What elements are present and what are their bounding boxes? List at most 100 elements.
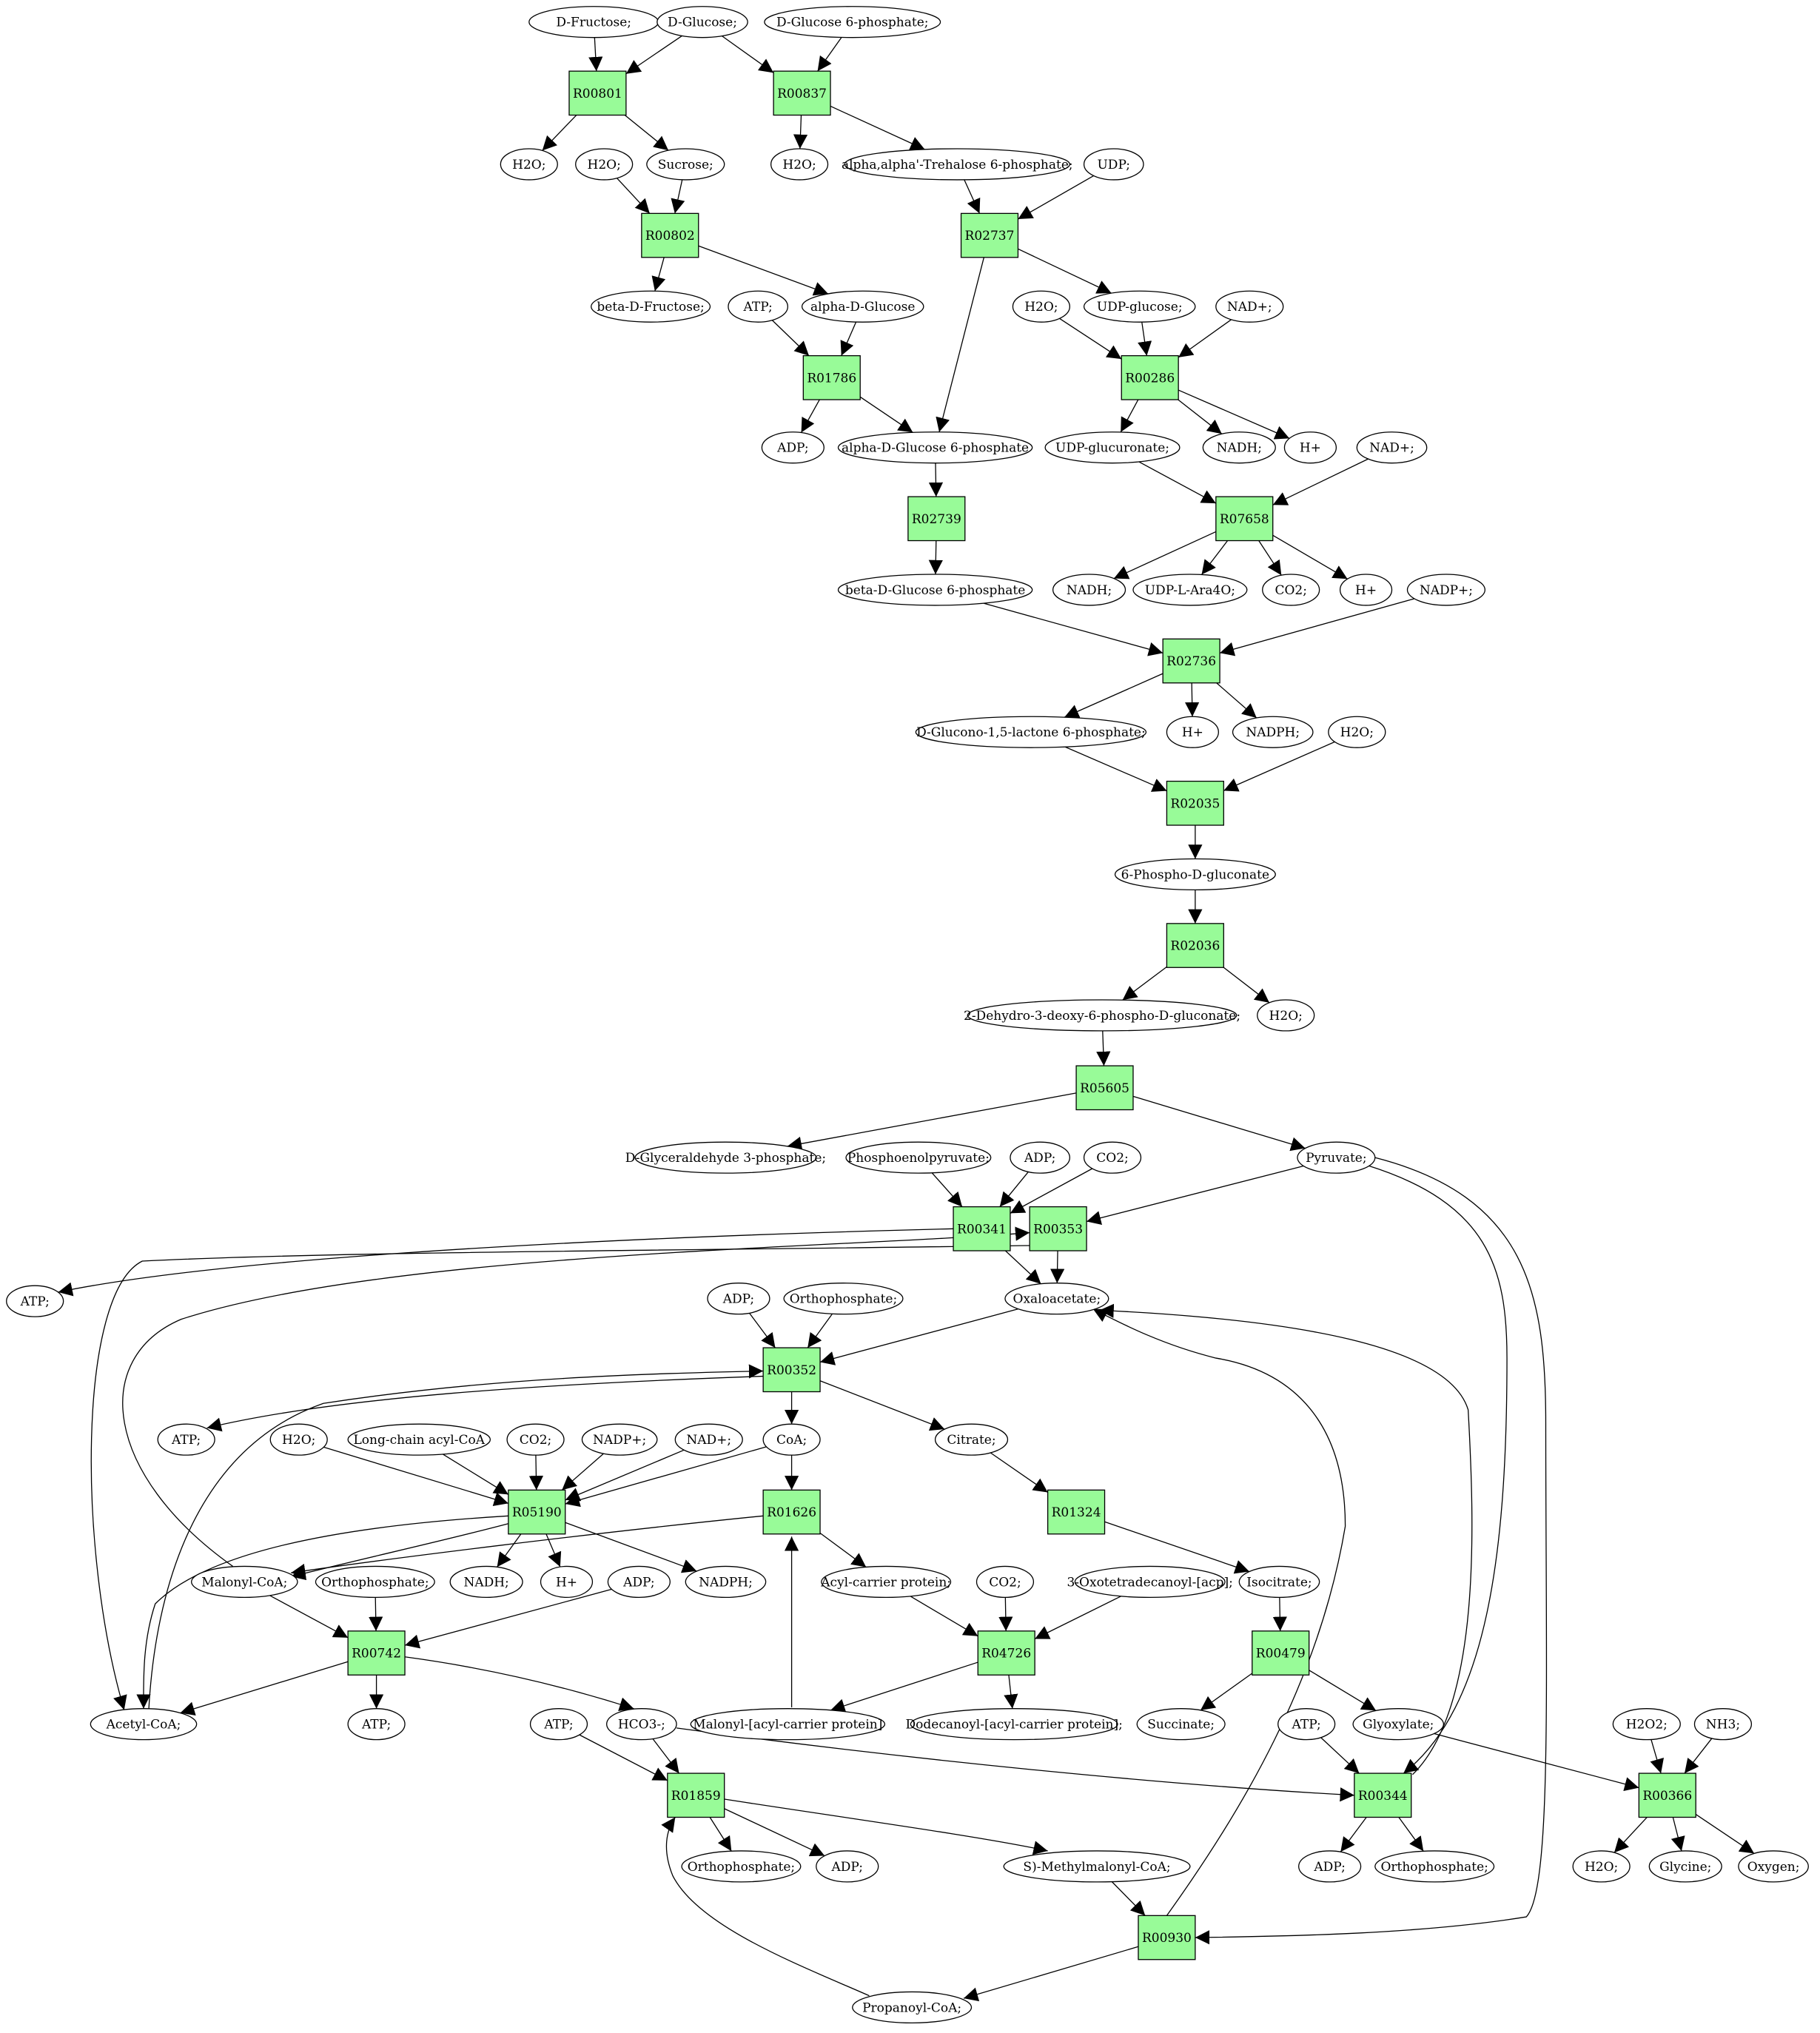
compound-node-n_pep[interactable]: Phosphoenolpyruvate;	[845, 1141, 992, 1174]
compound-node-n_malonylacp[interactable]: Malonyl-[acyl-carrier protein]	[690, 1708, 886, 1741]
compound-node-n_malonylcoa[interactable]: Malonyl-CoA;	[191, 1565, 298, 1599]
reaction-node-r01626[interactable]: R01626	[762, 1489, 821, 1535]
compound-node-n_h2o_e[interactable]: H2O;	[1328, 716, 1386, 748]
compound-node-n_6pg[interactable]: 6-Phospho-D-gluconate	[1114, 858, 1276, 891]
compound-node-n_co2_a[interactable]: CO2;	[1262, 574, 1320, 606]
compound-node-n_oaa[interactable]: Oxaloacetate;	[1004, 1283, 1109, 1315]
compound-node-n_orthop_a[interactable]: Orthophosphate;	[783, 1283, 904, 1315]
compound-node-n_h2o_b[interactable]: H2O;	[575, 148, 634, 181]
compound-node-n_lcacoa[interactable]: Long-chain acyl-CoA	[347, 1423, 491, 1456]
compound-node-n_h2o_d[interactable]: H2O;	[1012, 290, 1070, 323]
compound-node-n_adp_b[interactable]: ADP;	[1010, 1141, 1070, 1174]
compound-node-n_citrate[interactable]: Citrate;	[934, 1423, 1009, 1456]
reaction-node-r05190[interactable]: R05190	[508, 1489, 566, 1535]
compound-node-n_nadh_a[interactable]: NADH;	[1202, 431, 1276, 464]
compound-node-n_orthop_b[interactable]: Orthophosphate;	[315, 1565, 435, 1599]
compound-node-n_adp_c[interactable]: ADP;	[707, 1283, 770, 1315]
reaction-node-r00479[interactable]: R00479	[1252, 1630, 1310, 1676]
reaction-node-r00742[interactable]: R00742	[347, 1630, 406, 1676]
compound-node-n_smethylmalonyl[interactable]: S)-Methylmalonyl-CoA;	[1003, 1850, 1191, 1883]
compound-node-n_co2_b[interactable]: CO2;	[1083, 1141, 1142, 1174]
compound-node-n_h2o_c[interactable]: H2O;	[770, 148, 829, 181]
reaction-node-r00344[interactable]: R00344	[1354, 1772, 1412, 1818]
compound-node-n_dglucose[interactable]: D-Glucose;	[657, 6, 748, 38]
reaction-node-r01786[interactable]: R01786	[802, 354, 861, 400]
reaction-node-r02737[interactable]: R02737	[960, 212, 1019, 258]
compound-node-n_trehalose6p[interactable]: alpha,alpha'-Trehalose 6-phosphate;	[842, 148, 1073, 181]
compound-node-n_h2o2[interactable]: H2O2;	[1612, 1708, 1681, 1741]
compound-node-n_udpglucose[interactable]: UDP-glucose;	[1083, 290, 1196, 323]
reaction-node-r00352[interactable]: R00352	[762, 1347, 821, 1393]
reaction-node-r00353[interactable]: R00353	[1029, 1206, 1087, 1251]
reaction-node-r02739[interactable]: R02739	[907, 496, 966, 542]
compound-node-n_h2o_a[interactable]: H2O;	[500, 148, 558, 181]
compound-node-n_gap[interactable]: D-Glyceraldehyde 3-phosphate;	[625, 1141, 826, 1174]
reaction-node-r02736[interactable]: R02736	[1162, 638, 1220, 684]
compound-node-n_nadh_b[interactable]: NADH;	[1052, 574, 1126, 606]
compound-node-n_nad_a[interactable]: NAD+;	[1215, 290, 1284, 323]
compound-node-n_udpglucuronate[interactable]: UDP-glucuronate;	[1044, 431, 1181, 464]
compound-node-n_nadp_a[interactable]: NADP+;	[1406, 574, 1485, 606]
compound-node-n_bg6p[interactable]: beta-D-Glucose 6-phosphate	[837, 574, 1033, 606]
compound-node-n_kdpg[interactable]: 2-Dehydro-3-deoxy-6-phospho-D-gluconate;	[964, 999, 1240, 1032]
reaction-node-r00801[interactable]: R00801	[568, 70, 627, 116]
compound-node-n_nadph_b[interactable]: NADPH;	[685, 1565, 767, 1599]
compound-node-n_acetylcoa[interactable]: Acetyl-CoA;	[90, 1708, 198, 1741]
compound-node-n_atp_f[interactable]: ATP;	[1277, 1708, 1336, 1741]
compound-node-n_glycine[interactable]: Glycine;	[1648, 1850, 1722, 1883]
compound-node-n_hplus_d[interactable]: H+	[540, 1565, 594, 1599]
compound-node-n_atp_c[interactable]: ATP;	[157, 1423, 215, 1456]
compound-node-n_dg6p_top[interactable]: D-Glucose 6-phosphate;	[764, 6, 941, 38]
compound-node-n_orthop_c[interactable]: Orthophosphate;	[681, 1850, 802, 1883]
compound-node-n_oxygen[interactable]: Oxygen;	[1738, 1850, 1809, 1883]
compound-node-n_propanoylcoa[interactable]: Propanoyl-CoA;	[852, 1991, 973, 2024]
compound-node-n_acp[interactable]: Acyl-carrier protein;	[820, 1565, 952, 1599]
compound-node-n_ag6p[interactable]: alpha-D-Glucose 6-phosphate	[837, 431, 1033, 464]
compound-node-n_atp_e[interactable]: ATP;	[529, 1708, 588, 1741]
compound-node-n_adp_e[interactable]: ADP;	[816, 1850, 879, 1883]
compound-node-n_nadp_b[interactable]: NADP+;	[581, 1423, 658, 1456]
compound-node-n_glyoxylate[interactable]: Glyoxylate;	[1352, 1708, 1445, 1741]
compound-node-n_udplara4o[interactable]: UDP-L-Ara4O;	[1132, 574, 1248, 606]
compound-node-n_atp_d[interactable]: ATP;	[347, 1708, 406, 1741]
reaction-node-r00930[interactable]: R00930	[1138, 1915, 1196, 1960]
compound-node-n_glucono[interactable]: D-Glucono-1,5-lactone 6-phosphate;	[915, 716, 1147, 748]
compound-node-n_co2_c[interactable]: CO2;	[506, 1423, 565, 1456]
reaction-node-r04726[interactable]: R04726	[977, 1630, 1035, 1676]
compound-node-n_adp_d[interactable]: ADP;	[607, 1565, 671, 1599]
compound-node-n_adp_f[interactable]: ADP;	[1298, 1850, 1362, 1883]
compound-node-n_co2_d[interactable]: CO2;	[976, 1565, 1035, 1599]
reaction-node-r02035[interactable]: R02035	[1166, 780, 1224, 826]
compound-node-n_hplus_c[interactable]: H+	[1166, 716, 1219, 748]
compound-node-n_hco3[interactable]: HCO3-;	[606, 1708, 677, 1741]
compound-node-n_dfructose[interactable]: D-Fructose;	[528, 6, 659, 38]
reaction-node-r00837[interactable]: R00837	[773, 70, 831, 116]
compound-node-n_orthop_d[interactable]: Orthophosphate;	[1374, 1850, 1495, 1883]
compound-node-n_nadph_a[interactable]: NADPH;	[1232, 716, 1314, 748]
compound-node-n_pyruvate[interactable]: Pyruvate;	[1297, 1141, 1376, 1174]
compound-node-n_adp_a[interactable]: ADP;	[761, 431, 825, 464]
reaction-node-r05605[interactable]: R05605	[1075, 1065, 1134, 1111]
compound-node-n_betafructose[interactable]: beta-D-Fructose;	[591, 290, 711, 323]
compound-node-n_atp_a[interactable]: ATP;	[728, 290, 788, 323]
compound-node-n_atp_b[interactable]: ATP;	[6, 1285, 64, 1317]
compound-node-n_dodecanoyl[interactable]: Dodecanoyl-[acyl-carrier protein];	[906, 1708, 1123, 1741]
reaction-node-r00341[interactable]: R00341	[953, 1206, 1011, 1251]
compound-node-n_h2o_f[interactable]: H2O;	[1257, 999, 1315, 1032]
reaction-node-r01859[interactable]: R01859	[667, 1772, 725, 1818]
compound-node-n_nadh_c[interactable]: NADH;	[449, 1565, 523, 1599]
compound-node-n_isocitrate[interactable]: Isocitrate;	[1238, 1565, 1320, 1599]
reaction-node-r00802[interactable]: R00802	[641, 212, 699, 258]
compound-node-n_nad_c[interactable]: NAD+;	[674, 1423, 743, 1456]
compound-node-n_hplus_a[interactable]: H+	[1283, 431, 1337, 464]
compound-node-n_h2o_h[interactable]: H2O;	[1572, 1850, 1631, 1883]
reaction-node-r07658[interactable]: R07658	[1215, 496, 1274, 542]
compound-node-n_h2o_g[interactable]: H2O;	[269, 1423, 328, 1456]
compound-node-n_coa[interactable]: CoA;	[762, 1423, 821, 1456]
compound-node-n_alphaglucose[interactable]: alpha-D-Glucose	[801, 290, 924, 323]
reaction-node-r02036[interactable]: R02036	[1166, 923, 1224, 968]
compound-node-n_oxotetra[interactable]: 3-Oxotetradecanoyl-[acp];	[1067, 1565, 1233, 1599]
compound-node-n_nh3[interactable]: NH3;	[1693, 1708, 1753, 1741]
reaction-node-r00286[interactable]: R00286	[1121, 354, 1179, 400]
compound-node-n_hplus_b[interactable]: H+	[1339, 574, 1393, 606]
